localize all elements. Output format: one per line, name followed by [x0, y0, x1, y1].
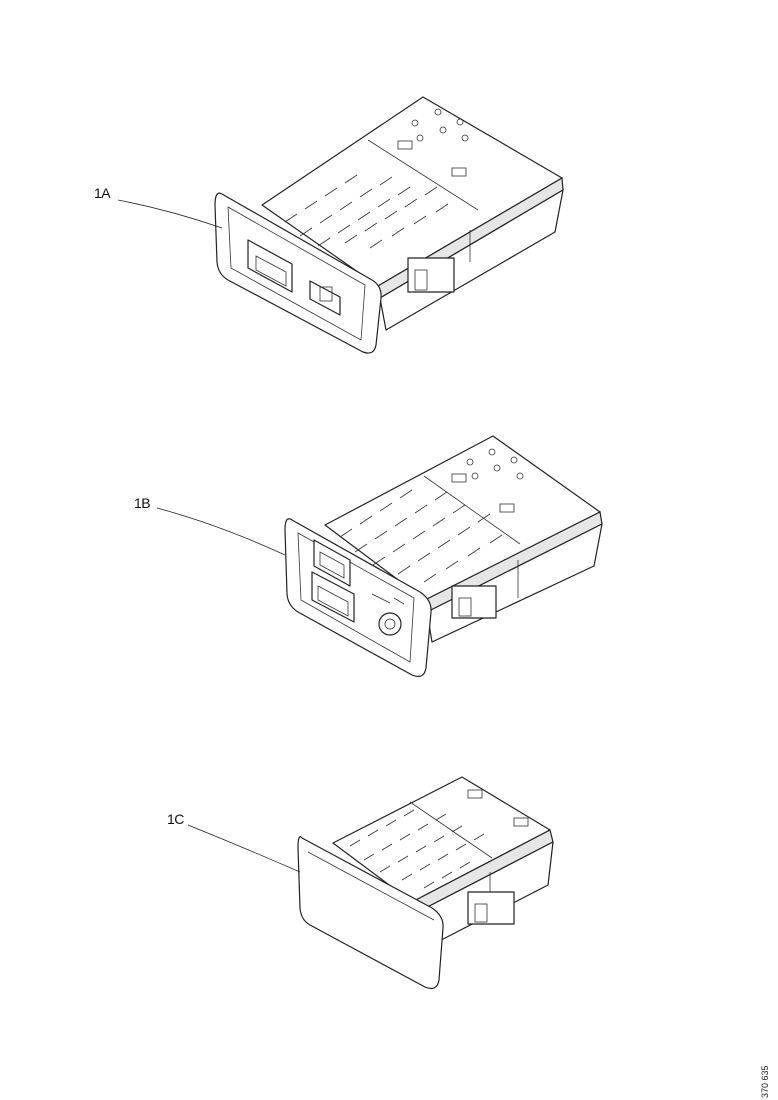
callout-1c: 1C	[167, 811, 184, 827]
usb-port-icon	[247, 239, 293, 293]
callout-1a: 1A	[94, 185, 111, 201]
module-1b	[284, 435, 603, 678]
vent-slots-1a	[284, 108, 469, 249]
leader-line-1c	[187, 824, 301, 873]
callout-1b: 1B	[134, 495, 151, 511]
leader-line-1a	[117, 199, 223, 229]
module-1a	[214, 96, 564, 354]
leader-line-1b	[156, 507, 286, 556]
vent-slots-1c	[349, 789, 529, 889]
usb-port-upper-icon	[313, 539, 351, 587]
vent-slots-1b	[339, 448, 524, 583]
usb-port-lower-icon	[311, 571, 355, 623]
drawing-number: 370 635	[760, 1065, 770, 1098]
module-1c	[297, 776, 554, 990]
switch-icon	[309, 280, 341, 316]
audio-jack-icon	[378, 612, 402, 636]
